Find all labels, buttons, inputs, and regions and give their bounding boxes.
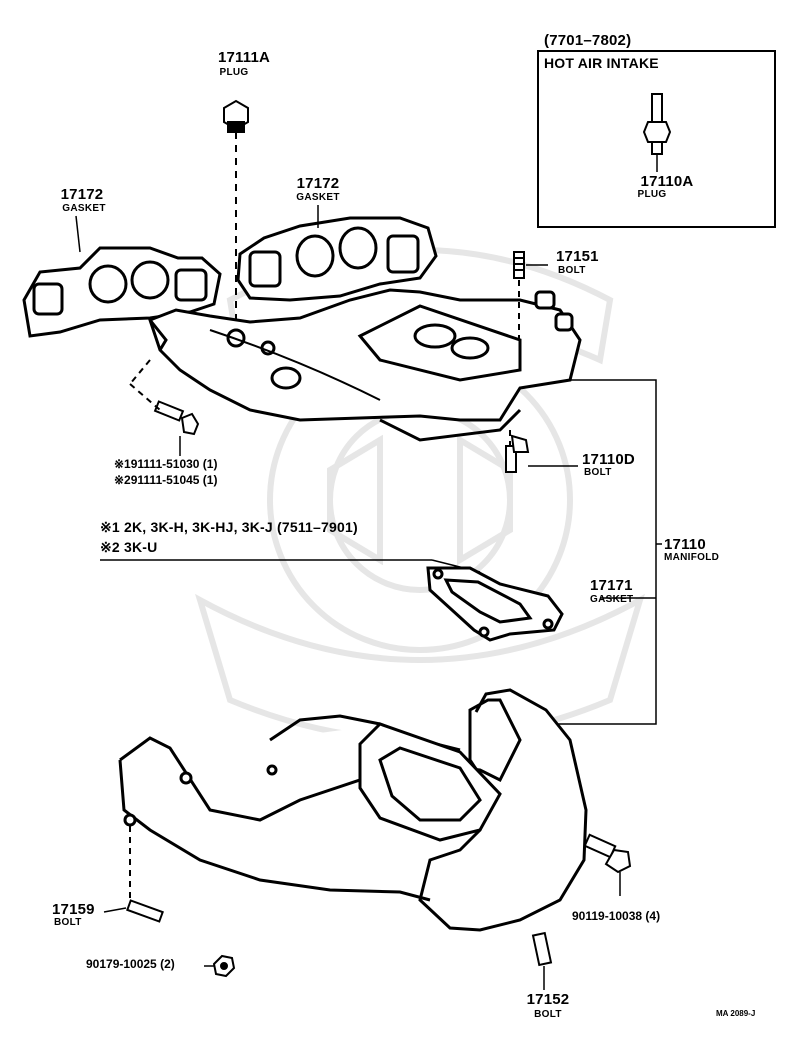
note-2: ※2 3K-U bbox=[100, 539, 158, 555]
manifold-bracket bbox=[540, 379, 662, 725]
callout-17159-caption: BOLT bbox=[54, 917, 82, 928]
callout-17110d-number[interactable]: 17110D bbox=[582, 451, 635, 468]
inset-date-range: (7701–7802) bbox=[544, 32, 632, 49]
callout-gasket-left-number[interactable]: 17172 bbox=[60, 186, 104, 203]
callout-17152-number[interactable]: 17152 bbox=[526, 991, 570, 1008]
callout-17171-number[interactable]: 17171 bbox=[590, 577, 633, 594]
callout-gasket-left-caption: GASKET bbox=[62, 203, 106, 214]
lower-manifold[interactable] bbox=[118, 688, 588, 932]
callout-17111a-number[interactable]: 17111A bbox=[217, 49, 271, 66]
callout-manifold-caption: MANIFOLD bbox=[664, 552, 720, 563]
inset-part-caption: PLUG bbox=[637, 189, 667, 200]
callout-17151-number[interactable]: 17151 bbox=[556, 248, 599, 265]
inset-title: HOT AIR INTAKE bbox=[544, 55, 659, 71]
callout-17159-number[interactable]: 17159 bbox=[52, 901, 95, 918]
gasket-mid[interactable] bbox=[236, 216, 438, 302]
callout-90179[interactable]: 90179-10025 (2) bbox=[86, 957, 175, 971]
bolt-90119[interactable] bbox=[583, 833, 632, 874]
callout-17152-caption: BOLT bbox=[534, 1009, 562, 1020]
figure-code: MA 2089-J bbox=[716, 1009, 756, 1018]
bolt-17159[interactable] bbox=[126, 899, 164, 923]
bolt-91111[interactable] bbox=[153, 400, 200, 436]
callout-90119[interactable]: 90119-10038 (4) bbox=[572, 909, 661, 923]
note-1: ※1 2K, 3K-H, 3K-HJ, 3K-J (7511–7901) bbox=[100, 519, 358, 535]
callout-gasket-mid-caption: GASKET bbox=[296, 192, 340, 203]
callout-91111-b[interactable]: ※291111-51045 (1) bbox=[114, 473, 218, 487]
inset-part-number[interactable]: 17110A bbox=[640, 173, 694, 190]
nut-90179[interactable] bbox=[212, 954, 236, 978]
bolt-17151[interactable] bbox=[513, 251, 525, 279]
callout-91111-a[interactable]: ※191111-51030 (1) bbox=[114, 457, 218, 471]
callout-manifold-number[interactable]: 17110 bbox=[664, 536, 706, 553]
callout-gasket-mid-number[interactable]: 17172 bbox=[296, 175, 340, 192]
upper-manifold[interactable] bbox=[148, 288, 582, 442]
callout-17171-caption: GASKET bbox=[590, 594, 634, 605]
callout-17151-caption: BOLT bbox=[558, 265, 586, 276]
bolt-17152[interactable] bbox=[531, 931, 553, 967]
plug-17111a[interactable] bbox=[223, 99, 249, 133]
gasket-17171[interactable] bbox=[426, 566, 564, 642]
callout-17110d-caption: BOLT bbox=[584, 467, 612, 478]
inset-box bbox=[537, 50, 776, 228]
bolt-17110d[interactable] bbox=[505, 434, 530, 473]
callout-17111a-caption: PLUG bbox=[219, 67, 249, 78]
